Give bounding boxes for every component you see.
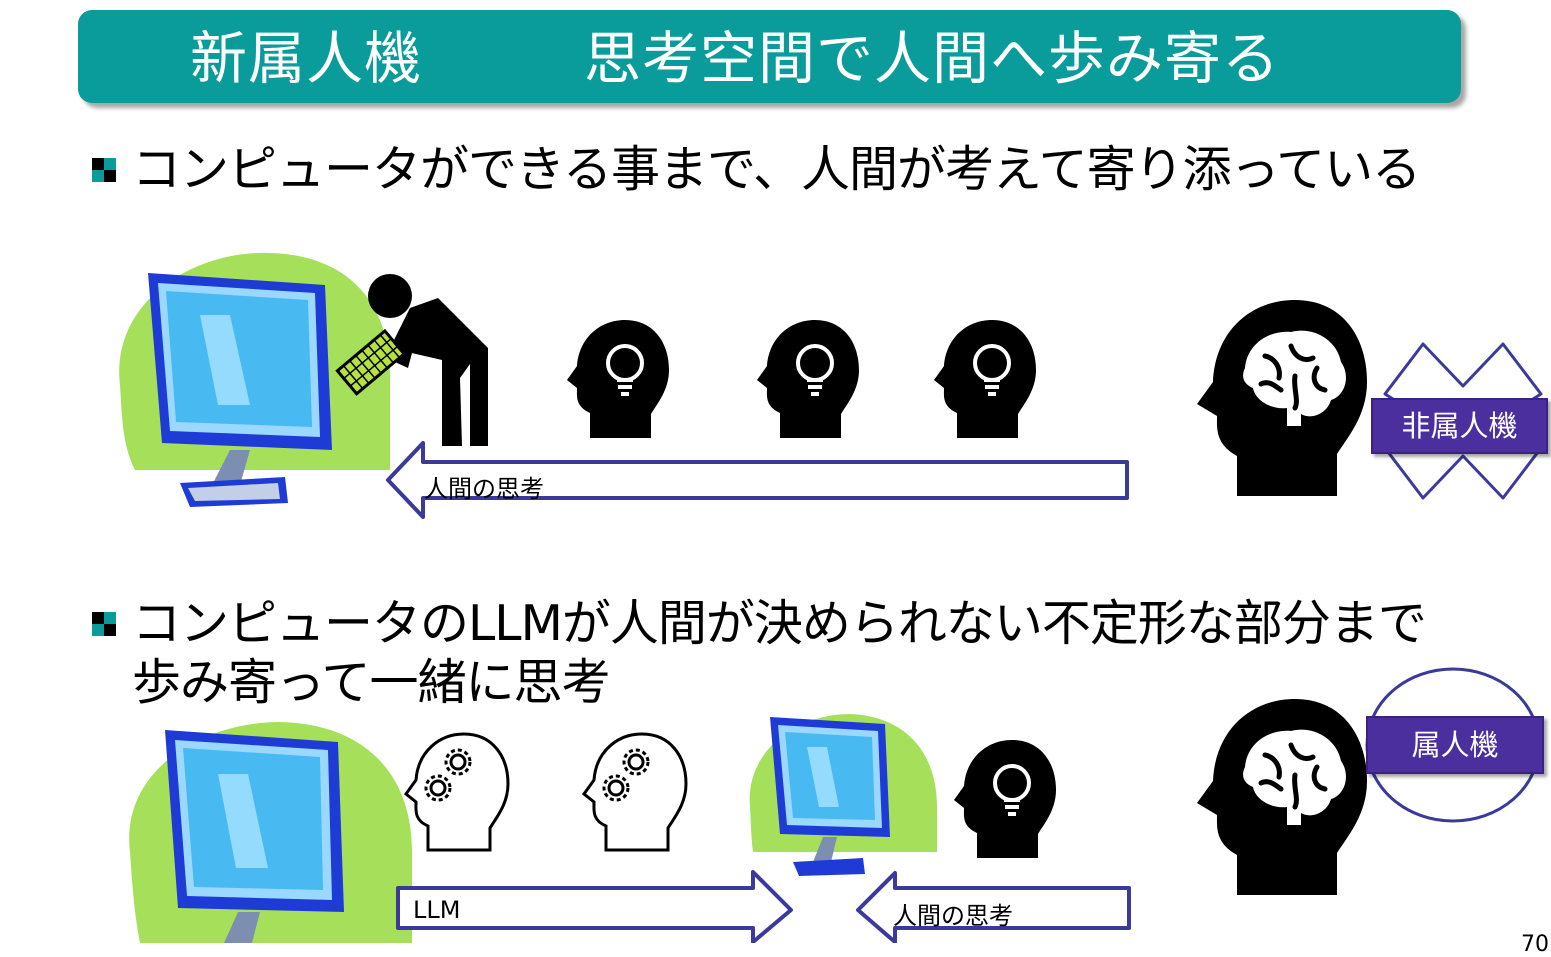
page-number: 70 bbox=[1521, 932, 1549, 957]
brain-head-icon bbox=[1197, 300, 1367, 496]
monitor-icon bbox=[129, 722, 412, 943]
gear-head-icon bbox=[403, 732, 510, 852]
brain-head-icon bbox=[1197, 699, 1367, 895]
bullet-1-text: コンピュータができる事まで、人間が考えて寄り添っている bbox=[132, 141, 1421, 198]
arrow-label-human-top: 人間の思考 bbox=[424, 475, 544, 503]
gear-head-icon bbox=[581, 732, 688, 852]
arrow-label-llm: LLM bbox=[413, 896, 461, 924]
monitor-icon bbox=[119, 252, 391, 507]
lightbulb-head-icon bbox=[757, 320, 859, 438]
arrow-label-human-bottom: 人間の思考 bbox=[893, 902, 1013, 930]
arrow-left-icon bbox=[856, 871, 1131, 943]
lightbulb-head-icon bbox=[567, 320, 669, 438]
title-right: 思考空間で人間へ歩み寄る bbox=[584, 26, 1280, 92]
bullet-square-icon bbox=[92, 158, 116, 182]
lightbulb-head-icon bbox=[954, 740, 1056, 858]
title-left: 新属人機 bbox=[190, 26, 422, 92]
tag-non-zokujinki: 非属人機 bbox=[1371, 398, 1548, 454]
arrow-right-icon bbox=[396, 870, 793, 943]
title-bar: 新属人機 思考空間で人間へ歩み寄る bbox=[78, 10, 1461, 103]
bullet-square-icon bbox=[92, 612, 116, 636]
person-typing-icon bbox=[335, 274, 488, 446]
lightbulb-head-icon bbox=[934, 320, 1036, 438]
arrow-left-icon bbox=[386, 441, 1129, 519]
bullet-2-line2: 歩み寄って一緒に思考 bbox=[132, 654, 611, 711]
bullet-2-line1: コンピュータのLLMが人間が決められない不定形な部分まで bbox=[132, 595, 1427, 652]
tag-zokujinki: 属人機 bbox=[1366, 716, 1544, 774]
monitor-icon bbox=[749, 714, 937, 876]
